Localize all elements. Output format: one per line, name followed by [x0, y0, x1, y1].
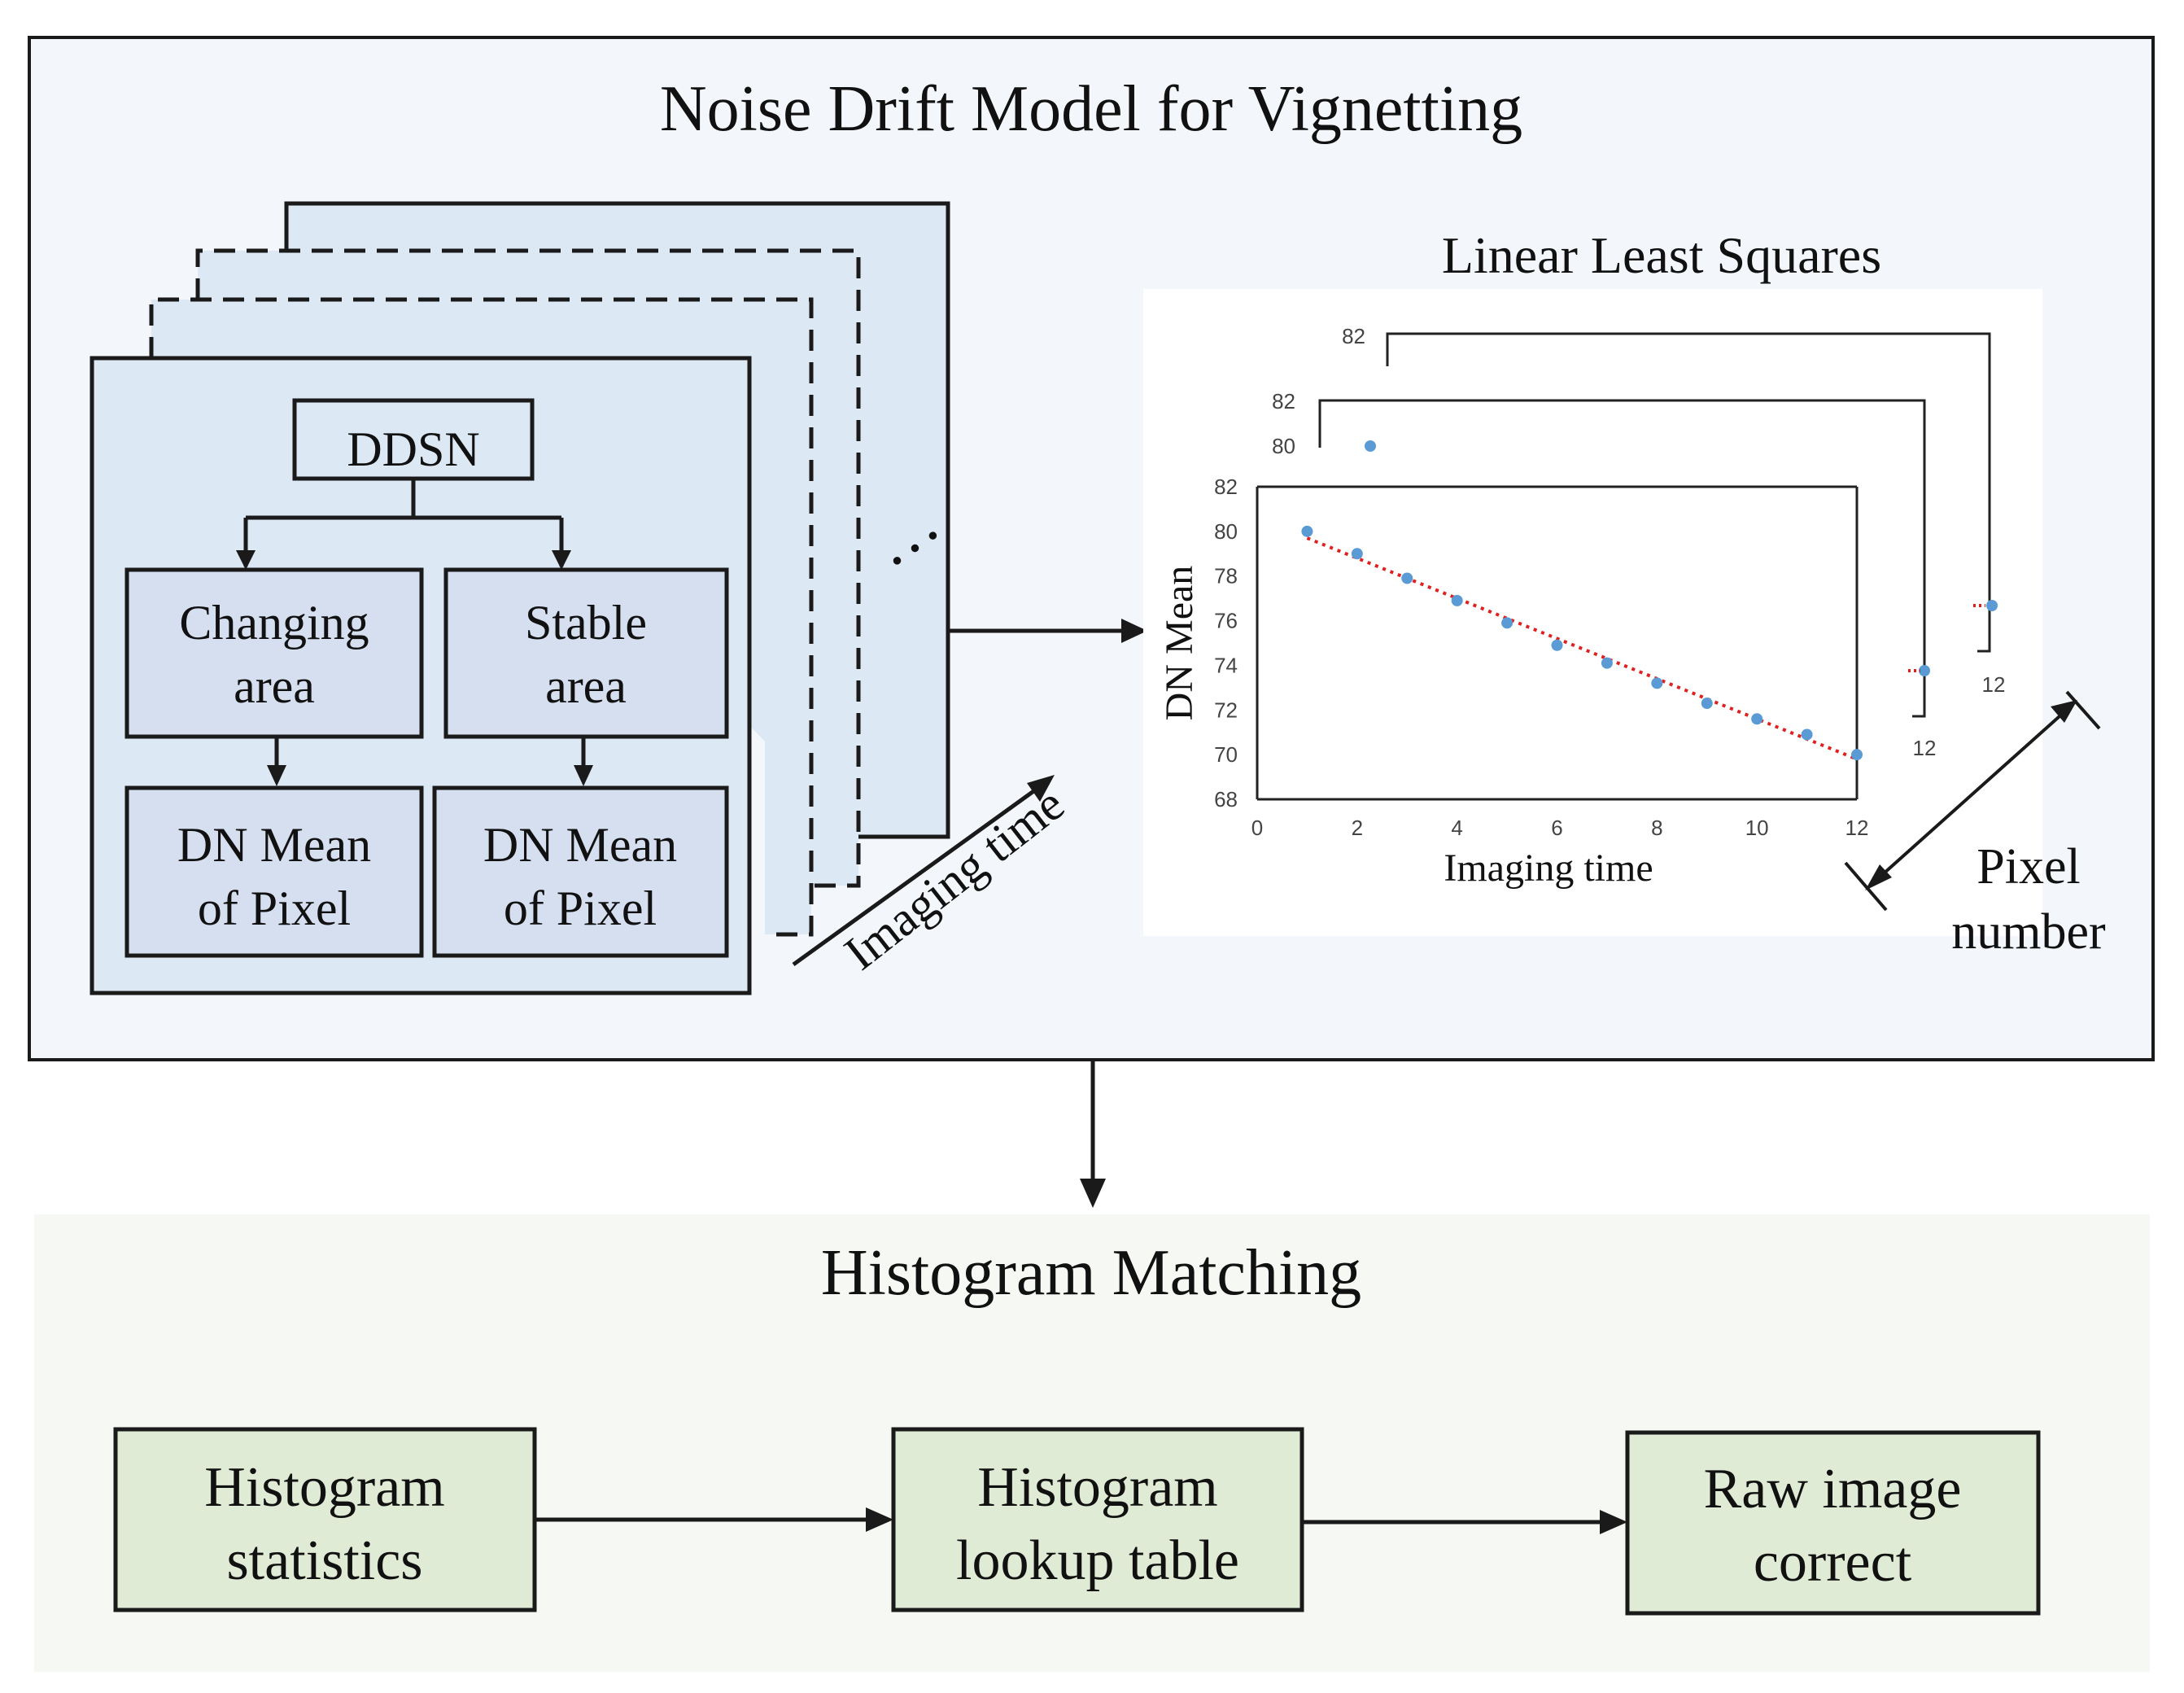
chart-y-tick-label: 72 [1214, 698, 1238, 722]
chart-back-frame-1 [1386, 332, 1991, 653]
chart-y-tick-label: 70 [1214, 742, 1238, 767]
chart-y-tick-label: 82 [1214, 475, 1238, 499]
chart-back-frame-1-xtick-12: 12 [1982, 672, 2006, 697]
chart-y-ticks: 68 70 72 74 76 78 80 82 [1214, 475, 1238, 812]
pixel-number-arrowhead-top [2051, 700, 2077, 723]
chart-area-bg [1143, 289, 2042, 936]
lookup-to-raw-arrowhead [1600, 1510, 1627, 1534]
chart-data-point [1601, 657, 1613, 669]
stable-to-dnmean-arrowhead [574, 765, 593, 786]
chart-data-point [1701, 698, 1713, 710]
chart-y-tick-label: 78 [1214, 564, 1238, 588]
chart-area-title: Linear Least Squares [1442, 226, 1881, 284]
pixel-number-tick-top [2065, 690, 2101, 730]
chart-x-tick-label: 10 [1745, 816, 1769, 840]
chart-x-tick-label: 12 [1845, 816, 1869, 840]
chart-data-point [1851, 749, 1863, 761]
changing-to-dnmean-arrowhead [267, 765, 286, 786]
panel-connector-arrowhead [1080, 1179, 1106, 1208]
chart-back-frame-2-xtick-12: 12 [1913, 736, 1937, 760]
chart-back-frame-1-tick-82: 82 [1342, 324, 1365, 348]
chart-back-frame-2-point-end [1919, 665, 1930, 676]
imaging-time-axis-arrowhead [1027, 775, 1055, 802]
ddsn-label: DDSN [347, 422, 479, 476]
chart-y-tick-label: 76 [1214, 609, 1238, 633]
chart-points [1301, 525, 1863, 761]
chart-y-tick-label: 80 [1214, 519, 1238, 544]
stack-card-mid2 [195, 248, 861, 888]
pixel-number-arrow [1874, 708, 2068, 882]
chart-x-tick-label: 0 [1251, 816, 1263, 840]
chart-trendline [1306, 536, 1858, 761]
chart-back-frame-2 [1318, 399, 1926, 718]
stack-card-back-fill [286, 203, 948, 837]
chart-data-point [1501, 617, 1514, 629]
chart-y-tick-label: 74 [1214, 653, 1238, 677]
chart-data-point [1551, 639, 1563, 651]
fork-right-arrowhead [552, 550, 571, 570]
chart-back-frame-2-point [1365, 440, 1376, 452]
chart-data-point [1451, 594, 1463, 606]
chart-y-tick-label: 68 [1214, 787, 1238, 812]
histogram-statistics-box [113, 1427, 537, 1612]
top-panel-title: Noise Drift Model for Vignetting [660, 73, 1522, 145]
dn-mean-left-box [124, 785, 424, 958]
chart-x-axis-label: Imaging time [1444, 846, 1653, 890]
chart-data-point [1801, 728, 1813, 741]
imaging-time-axis-arrow [792, 783, 1043, 967]
chart-data-point [1301, 525, 1313, 537]
chart-x-tick-label: 6 [1551, 816, 1562, 840]
fork-left-arrowhead [236, 550, 256, 570]
chart-back-frame-2-tick-82: 82 [1272, 389, 1295, 413]
bottom-panel-title: Histogram Matching [821, 1237, 1361, 1309]
stack-card-mid1 [149, 297, 814, 937]
chart-x-tick-label: 2 [1352, 816, 1363, 840]
stable-area-box [443, 567, 729, 739]
histogram-lookup-table-box [891, 1427, 1304, 1612]
chart-data-point [1651, 677, 1663, 689]
statistics-to-lookup-arrowhead [866, 1507, 893, 1532]
changing-area-box [124, 567, 424, 739]
chart-data-point [1351, 548, 1363, 560]
raw-image-correct-box [1625, 1430, 2041, 1616]
chart-y-axis-label: DN Mean [1158, 566, 1201, 721]
chart-back-frame-1-point [1986, 600, 1998, 611]
dn-mean-right-box [432, 785, 729, 958]
pixel-number-arrowhead-bottom [1865, 864, 1892, 890]
stack-to-chart-arrowhead [1121, 619, 1147, 643]
chart-back-frame-2-tick-80: 80 [1272, 434, 1295, 458]
chart-x-tick-label: 8 [1651, 816, 1662, 840]
chart-data-point [1751, 713, 1763, 725]
chart-data-point [1401, 572, 1413, 584]
pixel-number-tick-bottom [1844, 861, 1888, 912]
chart-x-ticks: 0 2 4 6 8 10 12 [1251, 816, 1869, 840]
chart-x-tick-label: 4 [1451, 816, 1462, 840]
